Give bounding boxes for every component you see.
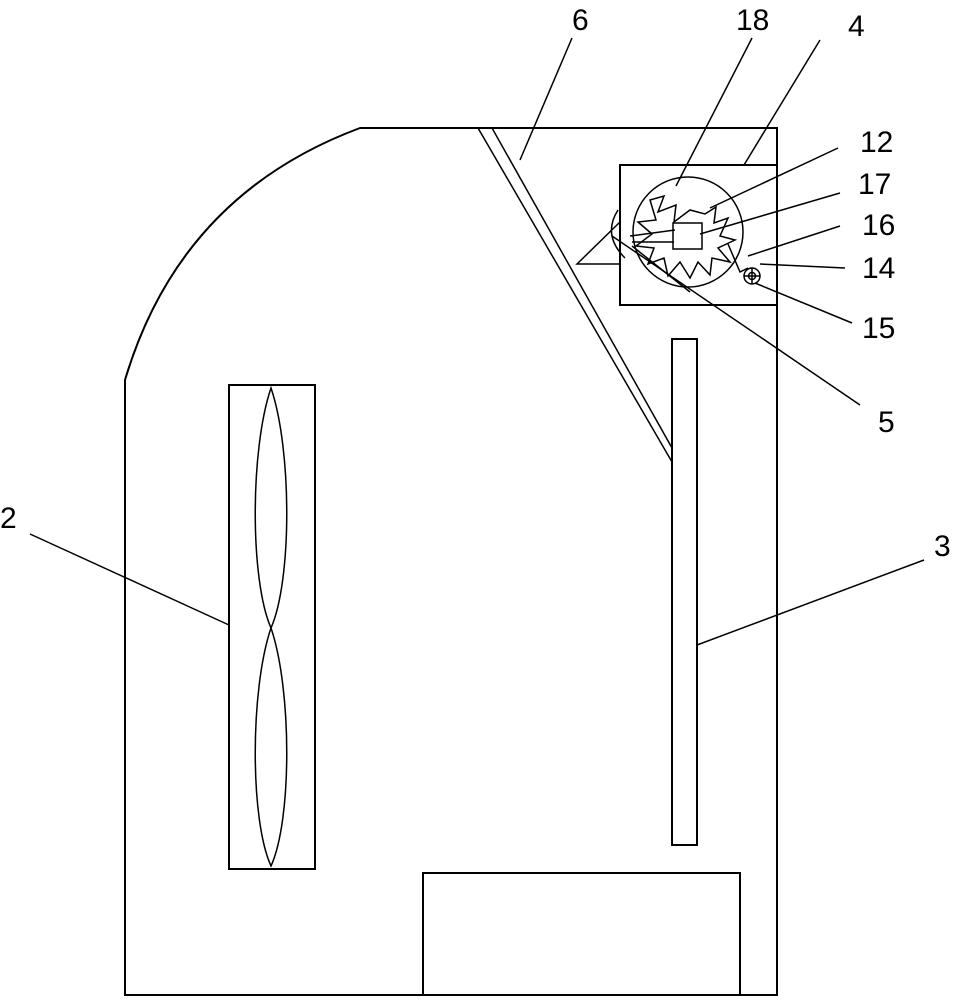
leader-12 xyxy=(709,147,839,209)
leader-6 xyxy=(519,37,573,161)
roller-teeth xyxy=(634,194,738,280)
label-2: 2 xyxy=(0,502,17,535)
label-5: 5 xyxy=(878,406,895,439)
label-15: 15 xyxy=(862,312,895,345)
label-12: 12 xyxy=(860,126,893,159)
label-18: 18 xyxy=(736,4,769,37)
leader-4 xyxy=(743,39,821,166)
leader-15 xyxy=(754,282,853,324)
leader-16 xyxy=(747,225,841,257)
leader-14 xyxy=(759,263,846,269)
label-16: 16 xyxy=(862,209,895,242)
leader-5 xyxy=(611,235,861,406)
leader-3 xyxy=(696,559,925,646)
label-17: 17 xyxy=(858,168,891,201)
roller-left-arc xyxy=(610,209,626,259)
label-14: 14 xyxy=(862,252,895,285)
bottom-box xyxy=(422,872,741,996)
leader-18 xyxy=(675,37,753,187)
housing-outline xyxy=(124,127,778,996)
inclined-chute xyxy=(476,127,673,465)
fan-blade-lower xyxy=(254,625,288,868)
scraper xyxy=(727,243,749,274)
label-3: 3 xyxy=(934,530,951,563)
roller-spoke-a xyxy=(629,229,676,237)
hopper xyxy=(575,220,621,265)
roller-shaft xyxy=(672,222,703,250)
leader-2 xyxy=(29,533,230,626)
label-4: 4 xyxy=(848,10,865,43)
vertical-bar xyxy=(671,338,698,846)
fan-blade-upper xyxy=(254,385,288,630)
leader-17 xyxy=(699,192,841,235)
fan-frame xyxy=(228,384,316,870)
label-6: 6 xyxy=(572,4,589,37)
